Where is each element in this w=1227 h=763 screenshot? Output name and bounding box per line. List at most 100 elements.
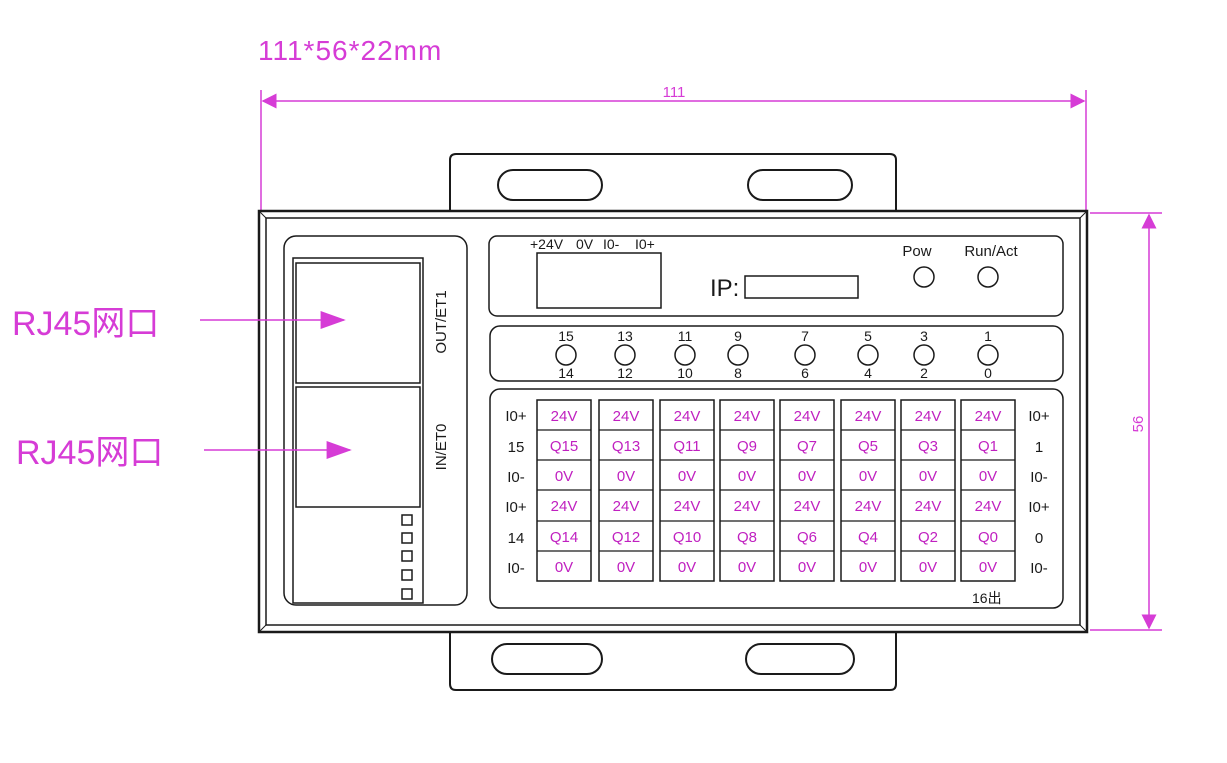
terminal-cell-label: Q1 <box>978 438 998 455</box>
led-number-top: 9 <box>734 328 742 344</box>
terminal-cell-label: 0V <box>555 559 573 576</box>
terminal-cell-label: 0V <box>859 468 877 485</box>
terminal-cell-label: 0V <box>919 468 937 485</box>
terminal-cell-label: 0V <box>979 468 997 485</box>
pow-label: Pow <box>902 243 931 260</box>
run-act-led <box>977 266 999 288</box>
terminal-cell-label: 0V <box>738 559 756 576</box>
led-number-bottom: 0 <box>984 365 992 381</box>
terminal-cell-label: 0V <box>738 468 756 485</box>
led-number-bottom: 2 <box>920 365 928 381</box>
terminal-cell-label: Q5 <box>858 438 878 455</box>
terminal-cell-label: 24V <box>855 408 882 425</box>
terminal-cell-label: Q0 <box>978 529 998 546</box>
led-number-top: 1 <box>984 328 992 344</box>
terminal-cell-label: Q9 <box>737 438 757 455</box>
terminal-cell-label: 24V <box>551 498 578 515</box>
terminal-cell-label: 24V <box>551 408 578 425</box>
led-number-bottom: 6 <box>801 365 809 381</box>
width-dimension-label: 111 <box>663 84 686 101</box>
terminal-cell-label: Q6 <box>797 529 817 546</box>
width-dimension <box>260 90 1087 212</box>
terminal-cell-label: 0V <box>678 468 696 485</box>
terminal-right-label: I0+ <box>1028 408 1050 425</box>
height-dimension-label: 56 <box>1130 416 1147 433</box>
terminal-cell-label: 24V <box>915 498 942 515</box>
terminal-left-label: I0- <box>507 469 525 486</box>
terminal-cell-label: 24V <box>674 408 701 425</box>
terminal-cell-label: Q3 <box>918 438 938 455</box>
led-number-bottom: 10 <box>677 365 693 381</box>
terminal-cell-label: Q15 <box>550 438 578 455</box>
callout-port-bottom: RJ45网口 <box>16 434 163 472</box>
terminal-right-label: 0 <box>1035 530 1043 547</box>
terminal-cell-label: Q14 <box>550 529 578 546</box>
terminal-cell-label: 0V <box>678 559 696 576</box>
power-label-0v: 0V <box>576 236 594 252</box>
terminal-cell-label: Q2 <box>918 529 938 546</box>
led-number-bottom: 12 <box>617 365 633 381</box>
power-label-i0-plus: I0+ <box>635 236 655 252</box>
terminal-cell-label: Q4 <box>858 529 878 546</box>
terminal-left-label: I0+ <box>505 499 527 516</box>
led-number-top: 7 <box>801 328 809 344</box>
output-led-panel <box>489 325 1064 382</box>
terminal-left-label: 15 <box>508 439 525 456</box>
terminal-note: 16出 <box>972 590 1002 606</box>
port-label-bottom: IN/ET0 <box>433 424 450 471</box>
rj45-led-squares <box>401 514 413 600</box>
terminal-cell-label: 24V <box>674 498 701 515</box>
height-dimension <box>1090 212 1162 631</box>
terminal-cell-label: 0V <box>859 559 877 576</box>
power-terminal-labels: +24V 0V I0- I0+ <box>530 236 655 252</box>
terminal-cell-label: 0V <box>617 468 635 485</box>
terminal-cell-label: 24V <box>613 408 640 425</box>
callout-port-top: RJ45网口 <box>12 305 159 343</box>
power-terminal <box>536 252 662 309</box>
output-led <box>857 344 879 366</box>
terminal-cell-label: 24V <box>794 408 821 425</box>
terminal-cell-label: 0V <box>555 468 573 485</box>
terminal-cell-label: Q11 <box>673 438 700 455</box>
output-led <box>555 344 577 366</box>
power-label-24v: +24V <box>530 236 564 252</box>
terminal-cell-label: 24V <box>734 498 761 515</box>
terminal-cell-label: 24V <box>794 498 821 515</box>
terminal-right-label: I0- <box>1030 469 1048 486</box>
led-number-top: 5 <box>864 328 872 344</box>
output-led <box>674 344 696 366</box>
top-mounting-flange <box>449 153 897 212</box>
terminal-cell-label: Q8 <box>737 529 757 546</box>
terminal-right-label: I0+ <box>1028 499 1050 516</box>
led-number-bottom: 4 <box>864 365 872 381</box>
terminal-cell-label: 24V <box>613 498 640 515</box>
rj45-port-bottom <box>295 386 421 508</box>
terminal-cell-label: Q12 <box>612 529 640 546</box>
led-number-bottom: 8 <box>734 365 742 381</box>
terminal-cell-label: 24V <box>855 498 882 515</box>
terminal-cell-label: 0V <box>798 468 816 485</box>
terminal-cell-label: 0V <box>919 559 937 576</box>
output-led <box>614 344 636 366</box>
terminal-cell-label: 0V <box>979 559 997 576</box>
pow-led <box>913 266 935 288</box>
run-act-label: Run/Act <box>964 243 1018 260</box>
terminal-cell-label: 24V <box>975 498 1002 515</box>
led-number-bottom: 14 <box>558 365 574 381</box>
terminal-left-label: I0- <box>507 560 525 577</box>
dimension-summary: 111*56*22mm <box>258 35 442 66</box>
led-number-top: 13 <box>617 328 633 344</box>
terminal-left-label: I0+ <box>505 408 527 425</box>
terminal-right-label: I0- <box>1030 560 1048 577</box>
power-label-i0-minus: I0- <box>603 236 620 252</box>
output-led <box>913 344 935 366</box>
terminal-cell-label: Q13 <box>612 438 640 455</box>
led-number-top: 15 <box>558 328 574 344</box>
terminal-block: 24V Q15 0V 24V Q14 0V 24V Q13 0V 24V Q12 0V 24V Q11 0V… <box>505 399 1050 582</box>
terminal-left-label: 14 <box>508 530 525 547</box>
output-led <box>794 344 816 366</box>
terminal-cell-label: 0V <box>798 559 816 576</box>
terminal-cell-label: 24V <box>915 408 942 425</box>
